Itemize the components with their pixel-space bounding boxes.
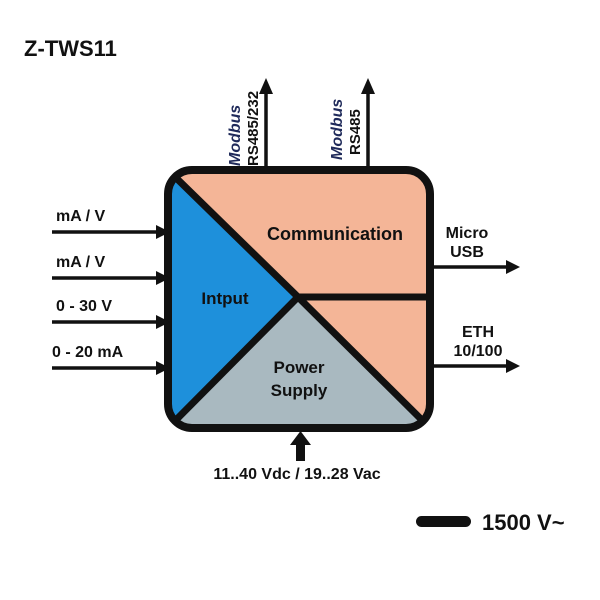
right-port-2-line1: ETH	[462, 324, 494, 341]
top-port-1-brand: Modbus	[227, 105, 244, 166]
input-label-1: mA / V	[56, 208, 106, 225]
isolation-bar	[416, 516, 471, 527]
top-port-2-brand: Modbus	[329, 99, 346, 160]
top-port-1-label: RS485/232	[245, 91, 262, 166]
top-port-2-label: RS485	[347, 109, 364, 155]
diagram-title: Z-TWS11	[24, 36, 117, 61]
communication-label: Communication	[267, 224, 403, 244]
power-supply-label: 11..40 Vdc / 19..28 Vac	[213, 466, 380, 483]
input-label-4: 0 - 20 mA	[52, 344, 124, 361]
right-port-2-line2: 10/100	[454, 343, 503, 360]
power-label-line2: Supply	[271, 381, 328, 400]
divider-diagonal-top	[168, 170, 301, 300]
input-label-3: 0 - 30 V	[56, 298, 112, 315]
device-box	[168, 170, 430, 428]
input-arrows	[52, 225, 170, 375]
power-label-line1: Power	[273, 358, 324, 377]
input-label-2: mA / V	[56, 254, 106, 271]
input-label: Intput	[201, 289, 249, 308]
power-arrow	[290, 431, 311, 461]
divider-diagonal-bottom-left	[168, 294, 301, 428]
right-port-1-line1: Micro	[446, 225, 489, 242]
divider-diagonal-bottom-right	[295, 294, 430, 428]
right-port-1-line2: USB	[450, 244, 484, 261]
isolation-label: 1500 V~	[482, 510, 565, 535]
right-arrows	[432, 260, 520, 373]
device-box-border	[164, 166, 434, 432]
input-region	[168, 170, 298, 428]
power-region	[168, 297, 430, 428]
top-arrows	[259, 78, 375, 168]
